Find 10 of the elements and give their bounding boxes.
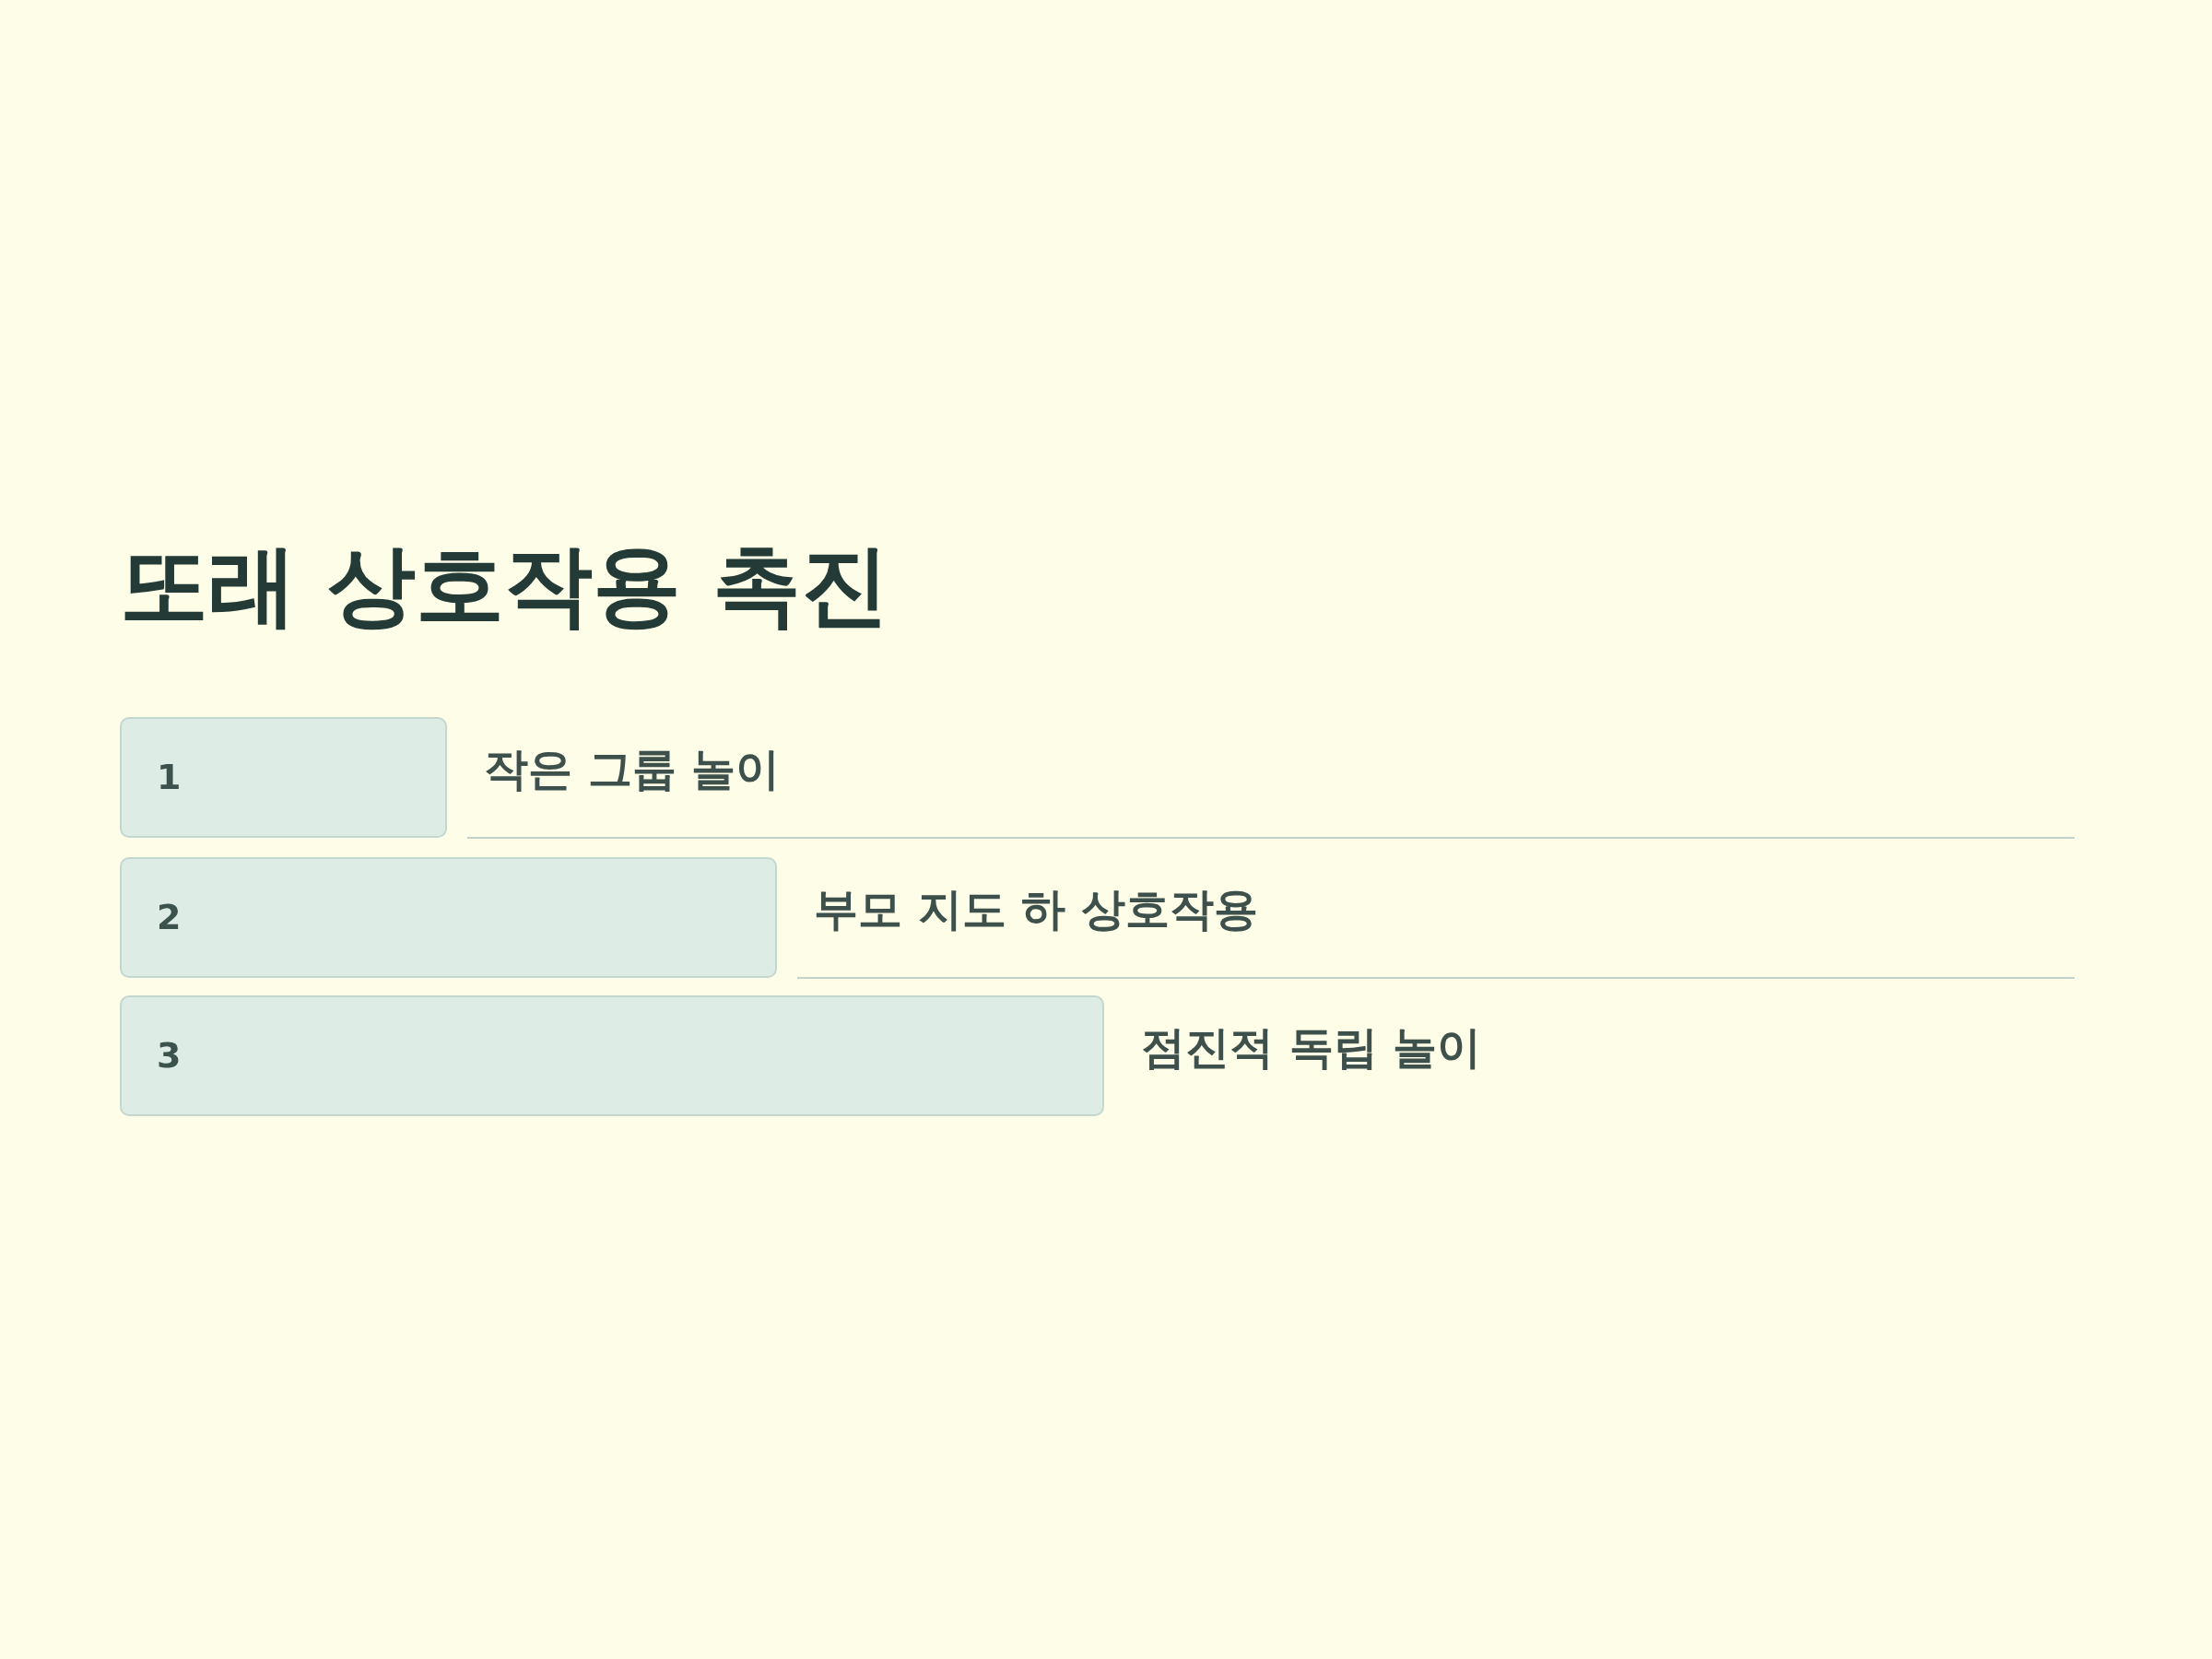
step-bar (120, 857, 777, 978)
step-bar (120, 995, 1104, 1116)
slide-title: 또래 상호작용 촉진 (120, 533, 889, 639)
step-number: 1 (157, 758, 182, 797)
step-label: 작은 그룹 놀이 (484, 743, 781, 796)
step-number: 2 (157, 898, 182, 937)
step-label: 부모 지도 하 상호작용 (814, 883, 1259, 936)
step-bar (120, 717, 447, 838)
step-label: 점진적 독립 놀이 (1141, 1021, 1482, 1075)
step-number: 3 (157, 1036, 182, 1076)
